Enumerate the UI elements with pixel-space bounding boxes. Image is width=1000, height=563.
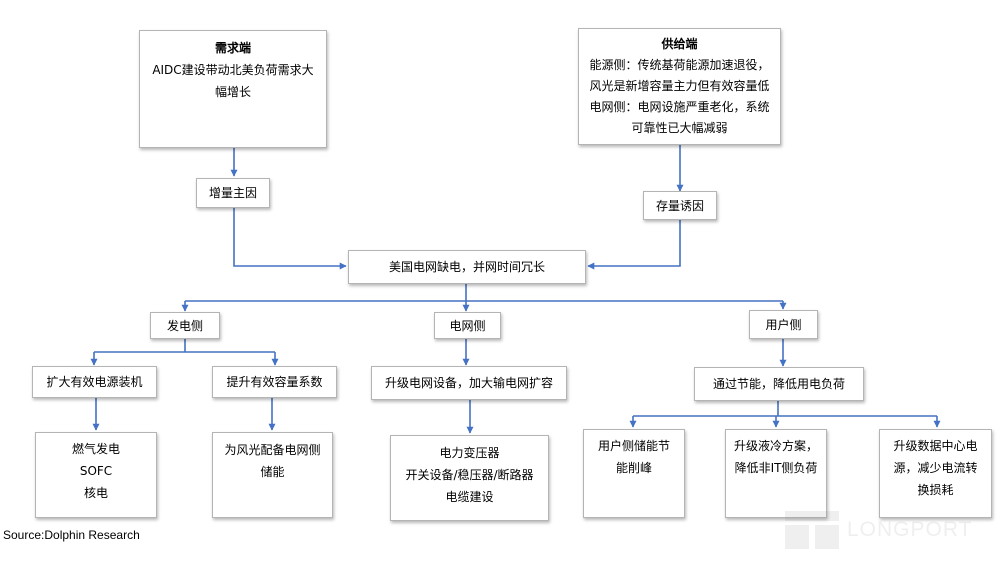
transformer-line-2: 开关设备/稳压器/断路器 [405,468,534,482]
demand-box: 需求端 AIDC建设带动北美负荷需求大 幅增长 [139,30,327,148]
dcpower-line-2: 源，减少电流转 [893,461,978,475]
dcpower-line-3: 换损耗 [917,483,954,497]
supply-box: 供给端 能源侧：传统基荷能源加速退役， 风光是新增容量主力但有效容量低 电网侧：… [578,28,781,145]
core-problem-box: 美国电网缺电，并网时间冗长 [348,250,586,284]
grid-storage-box: 为风光配备电网侧 储能 [212,432,333,518]
arrow-stock-to-core [587,220,681,270]
supply-line-1: 能源侧：传统基荷能源加速退役， [589,58,770,72]
incremental-cause-label: 增量主因 [208,186,257,200]
gen-branch-line [94,339,275,353]
grid-side-label: 电网侧 [449,318,486,333]
expand-capacity-box: 扩大有效电源装机 [32,366,157,398]
grid-upgrade-box: 升级电网设备，加大输电网扩容 [371,366,567,400]
expand-capacity-label: 扩大有效电源装机 [46,375,143,389]
dcpower-line-1: 升级数据中心电 [893,439,978,453]
user-side-box: 用户侧 [749,310,818,339]
gas-nuclear-box: 燃气发电 SOFC 核电 [35,432,157,518]
watermark-text: LONGPORT [847,518,973,541]
supply-line-4: 可靠性已大幅减弱 [631,121,728,135]
dc-power-box: 升级数据中心电 源，减少电流转 换损耗 [879,429,992,518]
grid-upgrade-label: 升级电网设备，加大输电网扩容 [384,376,553,390]
grid-side-box: 电网侧 [434,312,501,339]
arrow-incremental-to-core [233,208,347,270]
supply-line-2: 风光是新增容量主力但有效容量低 [589,79,770,93]
incremental-cause-box: 增量主因 [196,178,270,208]
liquid-cooling-box: 升级液冷方案， 降低非IT侧负荷 [725,429,827,518]
demand-title: 需求端 [214,41,251,55]
gas-line-3: 核电 [83,486,108,500]
saving-branch-line [633,401,937,417]
transformer-line-3: 电缆建设 [445,490,494,504]
peak-line-1: 用户侧储能节 [597,439,670,453]
cooling-line-2: 降低非IT侧负荷 [734,461,818,475]
stock-cause-label: 存量诱因 [655,198,704,213]
gas-line-1: 燃气发电 [71,442,120,456]
supply-title: 供给端 [661,37,698,51]
gas-line-2: SOFC [79,464,113,478]
demand-line-2: 幅增长 [214,85,251,99]
capacity-factor-box: 提升有效容量系数 [212,366,337,398]
energy-saving-box: 通过节能，降低用电负荷 [694,367,864,401]
stock-cause-box: 存量诱因 [643,191,717,220]
generation-side-box: 发电侧 [150,312,220,339]
cooling-line-1: 升级液冷方案， [733,439,818,453]
generation-side-label: 发电侧 [166,318,203,333]
core-problem-label: 美国电网缺电，并网时间冗长 [388,260,545,274]
demand-line-1: AIDC建设带动北美负荷需求大 [152,63,314,77]
transformer-line-1: 电力变压器 [439,446,500,460]
user-side-label: 用户侧 [765,317,802,332]
peak-shaving-box: 用户侧储能节 能削峰 [583,429,685,518]
capacity-factor-label: 提升有效容量系数 [226,375,323,389]
storage-line-1: 为风光配备电网侧 [224,443,321,457]
longport-logo-icon [785,511,839,549]
core-branch-line [185,284,783,302]
supply-line-3: 电网侧：电网设施严重老化，系统 [589,100,770,114]
storage-line-2: 储能 [260,465,285,479]
longport-watermark: LONGPORT [785,508,990,552]
source-caption: Source:Dolphin Research [3,528,140,542]
peak-line-2: 能削峰 [615,461,652,475]
energy-saving-label: 通过节能，降低用电负荷 [712,377,845,391]
transformer-box: 电力变压器 开关设备/稳压器/断路器 电缆建设 [390,435,549,521]
